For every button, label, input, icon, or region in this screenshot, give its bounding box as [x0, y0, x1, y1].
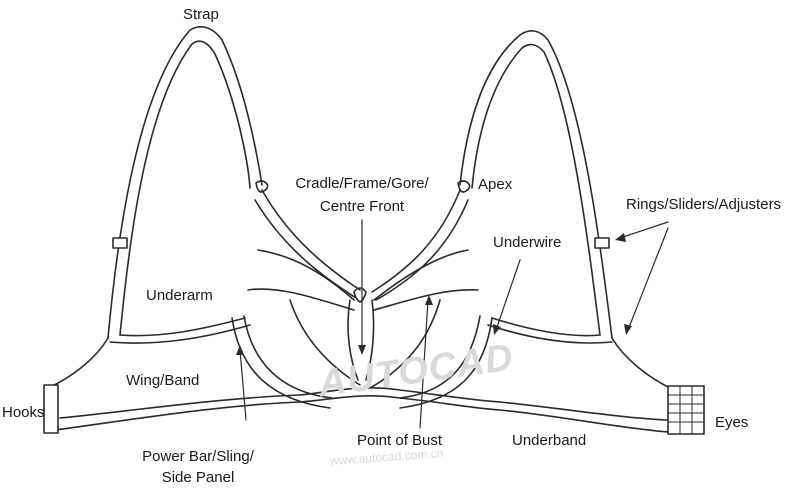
right-wing-bottom [499, 409, 669, 433]
left-hook-tab [43, 384, 59, 434]
label-strap: Strap [183, 6, 219, 23]
right-strap [459, 30, 613, 339]
label-power-bar: Power Bar/Sling/ Side Panel [128, 448, 268, 486]
right-slider [594, 237, 610, 249]
label-underband: Underband [512, 432, 587, 449]
left-wing-inner [59, 394, 301, 419]
centre-bow [353, 287, 367, 303]
right-cup-top [371, 189, 461, 293]
leader-lines [239, 219, 669, 429]
left-underwire-inner [243, 315, 333, 399]
left-strap [107, 26, 263, 339]
label-hooks: Hooks [2, 404, 45, 421]
right-cup-seam-3 [369, 299, 441, 389]
right-wing-top [611, 337, 671, 389]
right-underwire [399, 317, 493, 409]
centre-underband-inner [299, 387, 501, 403]
right-eye-tab [667, 385, 705, 435]
right-cup-seam-2 [373, 288, 479, 311]
left-cup-seam-2 [247, 288, 355, 311]
left-wing-top [47, 337, 109, 389]
label-underarm: Underarm [146, 287, 213, 304]
left-strap-inner [119, 40, 251, 336]
eye-rows [667, 385, 705, 435]
left-cup-top-inner [254, 199, 357, 299]
label-wing-band: Wing/Band [126, 372, 200, 389]
left-cup-seam-1 [257, 249, 355, 301]
left-slider [112, 237, 128, 249]
right-strap-ring [457, 180, 471, 193]
label-rings-sliders-adjusters: Rings/Sliders/Adjusters [626, 196, 782, 213]
centre-gore-left [347, 299, 359, 381]
label-underwire: Underwire [493, 234, 562, 251]
label-point-of-bust: Point of Bust [357, 432, 443, 449]
right-underarm [491, 317, 601, 337]
right-underwire-inner [399, 315, 481, 399]
label-power-bar-line2: Side Panel [161, 469, 235, 486]
label-apex: Apex [478, 176, 513, 193]
label-eyes: Eyes [715, 414, 749, 431]
left-cup-seam-3 [289, 299, 361, 386]
right-underarm-edge [487, 324, 613, 344]
right-wing-inner [499, 401, 669, 421]
left-underarm [119, 317, 246, 337]
label-cradle: Cradle/Frame/Gore/ Centre Front [283, 175, 441, 215]
label-cradle-line2: Centre Front [319, 198, 405, 215]
label-power-bar-line1: Power Bar/Sling/ [142, 448, 254, 465]
right-strap-inner [471, 43, 601, 336]
label-cradle-line1: Cradle/Frame/Gore/ [295, 175, 429, 192]
left-underarm-edge [109, 324, 251, 344]
left-strap-ring [255, 180, 269, 193]
centre-gore-right [365, 299, 375, 381]
left-underwire [231, 317, 331, 409]
right-cup-top-inner [375, 199, 469, 301]
right-cup-seam-1 [373, 249, 469, 301]
arrow-heads [236, 233, 632, 355]
left-cup-top [261, 189, 361, 291]
left-wing-bottom [54, 401, 301, 431]
